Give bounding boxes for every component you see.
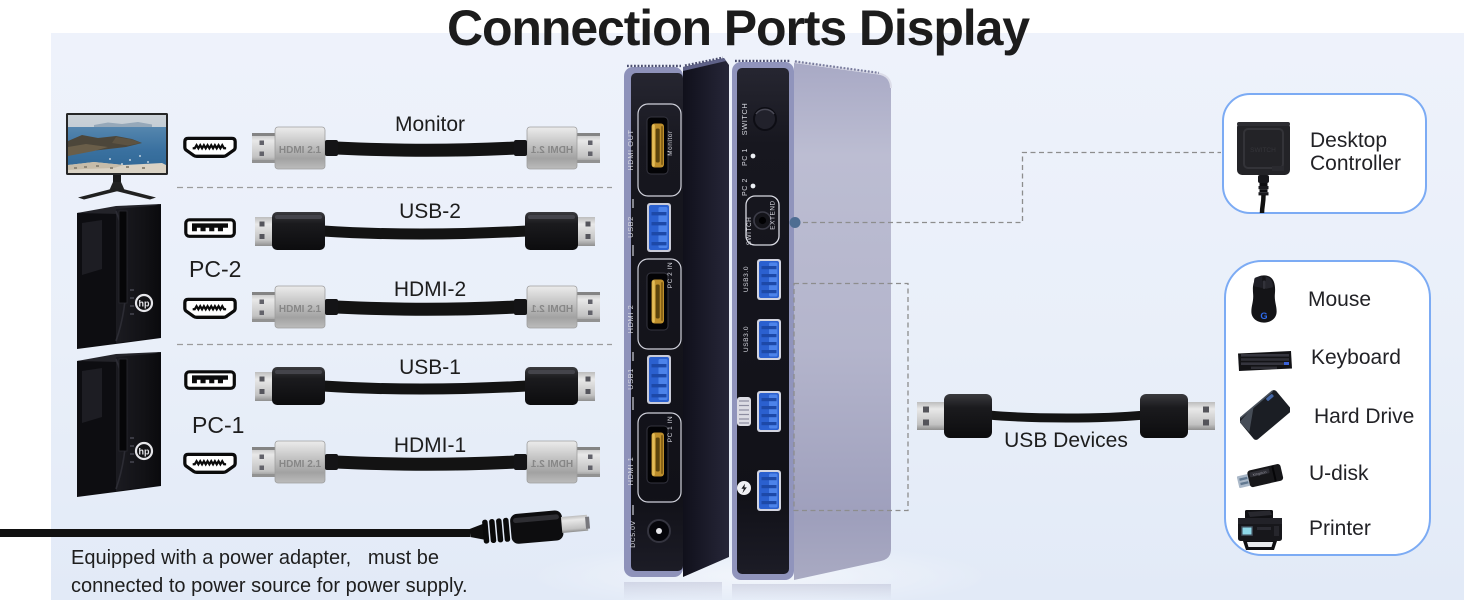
svg-text:HDMI OUT: HDMI OUT: [626, 129, 635, 170]
svg-text:SWITCH: SWITCH: [746, 217, 753, 246]
svg-text:SWITCH: SWITCH: [1250, 147, 1276, 154]
svg-text:USB3.0: USB3.0: [743, 266, 750, 292]
svg-text:hp: hp: [139, 299, 150, 309]
svg-text:HDMI 2: HDMI 2: [626, 305, 635, 334]
svg-text:EXTEND: EXTEND: [770, 200, 777, 230]
svg-text:G: G: [1260, 311, 1267, 321]
svg-text:PC 2 IN: PC 2 IN: [667, 262, 674, 289]
svg-text:PC 1: PC 1: [742, 148, 749, 166]
svg-text:PC 2: PC 2: [742, 178, 749, 196]
svg-text:USB2: USB2: [626, 216, 635, 238]
svg-text:USB3.0: USB3.0: [743, 326, 750, 352]
svg-text:SWITCH: SWITCH: [740, 103, 749, 136]
svg-text:Kingston: Kingston: [1252, 470, 1267, 477]
svg-text:PC 1 IN: PC 1 IN: [667, 416, 674, 443]
svg-text:DC5.0V: DC5.0V: [630, 520, 637, 547]
svg-text:USB1: USB1: [626, 368, 635, 390]
svg-text:Monitor: Monitor: [667, 130, 674, 156]
svg-text:HDMI 1: HDMI 1: [626, 457, 635, 486]
